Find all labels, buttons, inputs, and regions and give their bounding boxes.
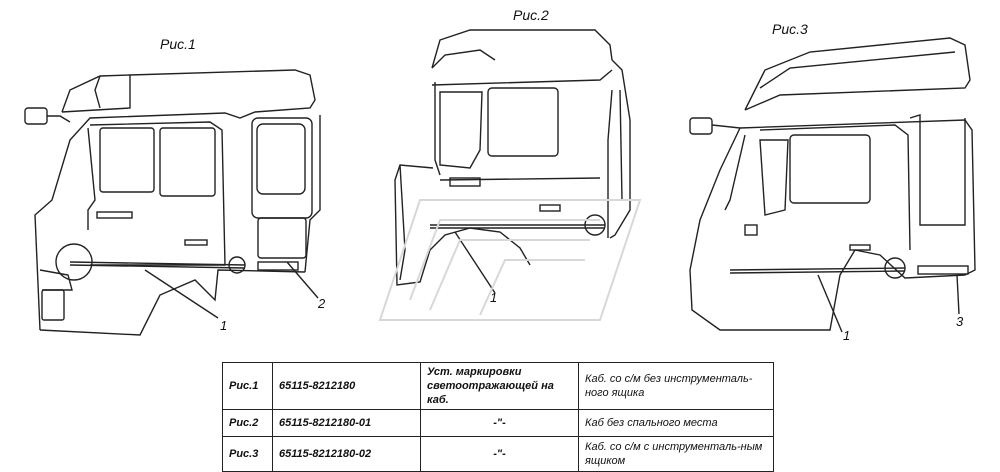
leader-line — [286, 261, 319, 299]
fig-cell: Рис.1 — [222, 362, 273, 410]
note-cell: Каб без спального места — [578, 409, 774, 437]
table-row: Рис.1 65115-8212180 Уст. маркировки свет… — [222, 362, 774, 410]
leader-line — [144, 269, 219, 319]
description-cell: -"- — [420, 436, 579, 472]
part-number-cell: 65115-8212180-01 — [272, 409, 421, 437]
part-number-cell: 65115-8212180-02 — [272, 436, 421, 472]
cab-figure-2 — [394, 29, 631, 286]
note-cell: Каб. со с/м без инструменталь-ного ящика — [578, 362, 774, 410]
cab-figure-3 — [689, 37, 976, 331]
description-cell: -"- — [420, 409, 579, 437]
callout-1-fig3: 1 — [843, 328, 851, 343]
callout-3-fig3: 3 — [956, 314, 964, 329]
leader-line — [454, 231, 496, 294]
callout-1-fig1: 1 — [220, 318, 228, 333]
note-cell: Каб. со с/м с инструменталь-ным ящиком — [578, 436, 774, 472]
leader-line — [817, 274, 843, 333]
watermark — [378, 199, 642, 321]
figure-1-title: Рис.1 — [160, 36, 196, 52]
fig-cell: Рис.3 — [222, 436, 273, 472]
leader-line — [956, 274, 960, 315]
fig-cell: Рис.2 — [222, 409, 273, 437]
part-number-cell: 65115-8212180 — [272, 362, 421, 410]
callout-1-fig2: 1 — [490, 290, 498, 305]
table-row: Рис.2 65115-8212180-01 -"- Каб без спаль… — [222, 409, 774, 437]
figure-2-title: Рис.2 — [513, 7, 549, 23]
description-cell: Уст. маркировки светоотражающей на каб. — [420, 362, 579, 410]
table-row: Рис.3 65115-8212180-02 -"- Каб. со с/м с… — [222, 436, 774, 472]
spec-table: Рис.1 65115-8212180 Уст. маркировки свет… — [222, 362, 774, 472]
figure-3-title: Рис.3 — [772, 21, 808, 37]
callout-2-fig1: 2 — [318, 296, 326, 311]
cab-figure-1 — [24, 69, 321, 336]
